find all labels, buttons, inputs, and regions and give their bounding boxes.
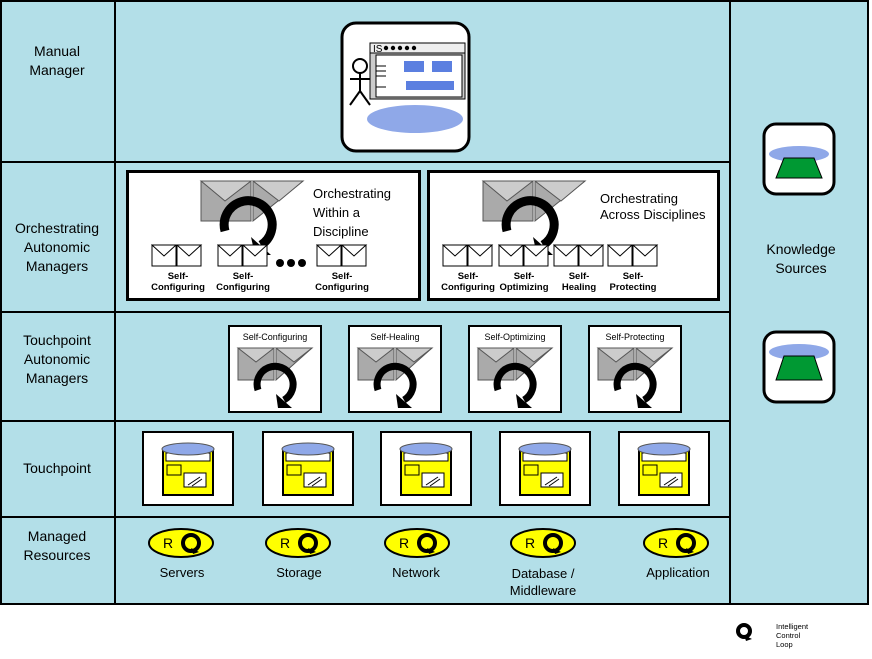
touchpoint-manager-label: Self-Optimizing: [484, 332, 546, 342]
layer-label-touchpoint-managers: Touchpoint Autonomic Managers: [23, 332, 91, 386]
touchpoint-icon: [636, 441, 692, 499]
mini-manager-icon: [606, 244, 659, 268]
layer-label-managed-resources: Managed Resources: [23, 528, 91, 563]
knowledge-panel: [729, 0, 869, 605]
across-item-label: Self- Optimizing: [499, 271, 549, 293]
touchpoint-icon: [517, 441, 573, 499]
within-item-label: Self- Configuring: [315, 271, 369, 293]
ellipsis-icon: [275, 255, 309, 267]
resource-badge-network: R: [383, 527, 451, 559]
row-divider: [0, 420, 731, 422]
resource-label: Database / Middleware: [509, 566, 577, 598]
control-loop-icon: [356, 346, 436, 410]
svg-text:R: R: [280, 535, 290, 551]
knowledge-sources-label: Knowledge Sources: [766, 241, 836, 276]
layer-label-orchestrating: Orchestrating Autonomic Managers: [14, 220, 100, 274]
control-loop-icon: [735, 622, 755, 642]
across-item-label: Self- Configuring: [441, 271, 495, 293]
within-item-label: Self- Configuring: [216, 271, 270, 293]
knowledge-source-icon: [762, 122, 836, 196]
resource-badge-servers: R: [147, 527, 215, 559]
row-divider: [0, 516, 731, 518]
resource-badge-application: R: [642, 527, 710, 559]
svg-text:R: R: [399, 535, 409, 551]
resource-label: Servers: [159, 565, 205, 580]
legend-label: Intelligent Control Loop: [776, 622, 809, 649]
across-item-label: Self- Protecting: [609, 271, 657, 293]
resource-label: Application: [646, 565, 710, 580]
control-loop-icon: [596, 346, 676, 410]
resource-label: Storage: [276, 565, 322, 580]
resource-badge-storage: R: [264, 527, 332, 559]
control-loop-icon: [476, 346, 556, 410]
manual-manager-icon: IS: [340, 21, 471, 153]
mini-manager-icon: [216, 244, 269, 268]
across-item-label: Self- Healing: [561, 271, 597, 293]
svg-text:R: R: [163, 535, 173, 551]
mini-manager-icon: [552, 244, 605, 268]
mini-manager-icon: [315, 244, 368, 268]
layer-label-manual-manager: Manual Manager: [29, 43, 85, 78]
orchestrating-across-manager-icon: [481, 179, 589, 257]
orchestrating-within-title: Orchestrating Within a Discipline: [313, 186, 392, 239]
mini-manager-icon: [150, 244, 203, 268]
touchpoint-icon: [280, 441, 336, 499]
touchpoint-icon: [160, 441, 216, 499]
screen-title: IS: [373, 44, 383, 55]
mini-manager-icon: [497, 244, 550, 268]
row-divider: [0, 161, 731, 163]
within-item-label: Self- Configuring: [151, 271, 205, 293]
svg-text:R: R: [525, 535, 535, 551]
touchpoint-manager-label: Self-Protecting: [605, 332, 665, 342]
svg-text:R: R: [658, 535, 668, 551]
column-divider: [114, 0, 116, 605]
orchestrating-across-title: Orchestrating Across Disciplines: [600, 191, 706, 222]
orchestrating-across-box: [427, 170, 720, 301]
touchpoint-manager-label: Self-Configuring: [242, 332, 308, 342]
knowledge-source-icon: [762, 330, 836, 404]
row-divider: [0, 311, 731, 313]
control-loop-icon: [236, 346, 316, 410]
layer-label-touchpoint: Touchpoint: [23, 460, 91, 476]
resource-label: Network: [392, 565, 440, 580]
mini-manager-icon: [441, 244, 494, 268]
touchpoint-icon: [398, 441, 454, 499]
resource-badge-database: R: [509, 527, 577, 559]
touchpoint-manager-label: Self-Healing: [370, 332, 420, 342]
